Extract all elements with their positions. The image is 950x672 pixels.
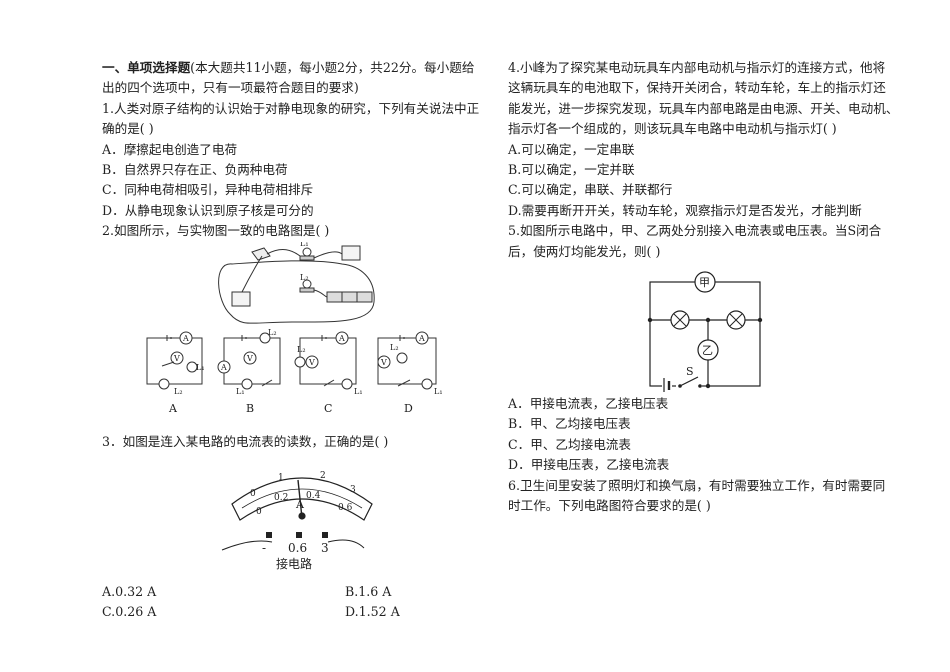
q5-option-a: A．甲接电流表，乙接电压表: [508, 396, 669, 412]
q2-diagram-a-lamp-l1: L₁: [196, 363, 205, 372]
q2-diagram-d-meter-a: A: [418, 334, 425, 343]
q2-diagram-b-lamp-l2: L₂: [268, 328, 277, 337]
q4-option-d: D.需要再断开开关，转动车轮，观察指示灯是否发光，才能判断: [508, 202, 862, 218]
q2-diagram-c-meter-v: V: [308, 358, 315, 367]
q5-label-s: S: [686, 365, 694, 378]
q3-upper-scale-3: 3: [350, 485, 356, 495]
q2-diagram-c-lamp-l2: L₂: [297, 345, 306, 354]
q2-diagram-b-meter-a: A: [220, 363, 227, 372]
q2-diagram-a-meter-v: V: [173, 354, 180, 363]
q1-option-b: B．自然界只存在正、负两种电荷: [102, 162, 288, 178]
q3-lower-scale-06: 0.6: [338, 503, 353, 513]
q3-terminal-label-06: 0.6: [288, 541, 307, 555]
q4-stem-1: 4.小峰为了探究某电动玩具车内部电动机与指示灯的连接方式，他将: [508, 60, 886, 75]
q2-diagram-d-lamp-l2: L₂: [390, 343, 399, 352]
q1-option-c: C．同种电荷相吸引，异种电荷相排斥: [102, 182, 314, 198]
q4-option-a: A.可以确定，一定串联: [508, 141, 635, 157]
q1-stem-2: 确的是( ): [102, 121, 154, 137]
section-note-2: 出的四个选项中，只有一项最符合题目的要求): [102, 80, 359, 96]
q1-option-d: D．从静电现象认识到原子核是可分的: [102, 202, 314, 218]
q5-option-c: C．甲、乙均接电流表: [508, 436, 631, 452]
q4-stem-2: 这辆玩具车的电池取下，保持开关闭合，转动车轮，车上的指示灯还: [508, 80, 886, 96]
q2-real-circuit-sketch: [218, 245, 375, 324]
section-note-1: (本大题共11小题，每小题2分，共22分。每小题给: [190, 60, 475, 75]
q3-option-d: D.1.52 A: [345, 604, 400, 619]
q5-label-jia: 甲: [699, 276, 710, 289]
q2-diagram-b: [217, 332, 281, 390]
q3-terminal-label-negative: -: [262, 541, 266, 555]
q5-meter-yi: [697, 339, 719, 361]
q5-battery-icon: [662, 378, 672, 393]
q2-photo-label-l1: L₁: [300, 242, 309, 248]
q2-diagram-d: [377, 331, 437, 390]
q2-diagram-label-d: D: [404, 402, 413, 415]
q3-meter-needle: [297, 479, 303, 519]
q3-terminal-negative: [266, 532, 272, 539]
q2-diagram-label-c: C: [324, 402, 332, 415]
q5-switch-icon: [676, 376, 702, 391]
q3-option-b: B.1.6 A: [345, 584, 392, 599]
q2-diagram-b-lamp-l1: L₁: [236, 387, 245, 396]
q3-meter-caption: 接电路: [276, 556, 312, 571]
q1-option-a: A．摩擦起电创造了电荷: [102, 141, 238, 157]
q1-stem-1: 1.人类对原子结构的认识始于对静电现象的研究，下列有关说法中正: [102, 100, 480, 116]
q3-meter-unit: A: [295, 498, 305, 511]
q4-option-c: C.可以确定，串联、并联都行: [508, 182, 673, 198]
q5-stem-2: 后，使两灯均能发光，则( ): [508, 243, 661, 259]
q2-diagram-label-b: B: [246, 402, 254, 415]
q2-diagram-b-meter-v: V: [246, 354, 253, 363]
q2-figure: L₁ L₂: [146, 242, 443, 415]
q3-lower-scale-04: 0.4: [306, 491, 321, 501]
q6-stem-1: 6.卫生间里安装了照明灯和换气扇，有时需要独立工作，有时需要同: [508, 477, 886, 493]
q5-label-yi: 乙: [702, 344, 713, 357]
q2-diagram-d-lamp-l1: L₁: [434, 387, 443, 396]
q3-option-c: C.0.26 A: [102, 604, 157, 619]
q4-stem-4: 指示灯各一个组成的，则该玩具车电路中电动机与指示灯( ): [508, 121, 837, 137]
q5-option-d: D．甲接电压表，乙接电流表: [508, 457, 670, 473]
q3-terminal-06: [296, 532, 302, 539]
q5-circuit-figure: 甲 乙 S: [647, 271, 763, 393]
q2-diagram-c-lamp-l1: L₁: [354, 387, 363, 396]
q2-diagram-c: [294, 331, 357, 390]
q5-stem-1: 5.如图所示电路中，甲、乙两处分别接入电流表或电压表。当S闭合: [508, 223, 882, 239]
q3-upper-scale-2: 2: [320, 471, 326, 481]
q4-option-b: B.可以确定，一定并联: [508, 162, 635, 178]
right-column: 4.小峰为了探究某电动玩具车内部电动机与指示灯的连接方式，他将 这辆玩具车的电池…: [508, 58, 903, 517]
q5-option-b: B．甲、乙均接电压表: [508, 416, 631, 432]
q3-terminal-3: [322, 532, 328, 539]
q4-stem-3: 能发光，进一步探究发现，玩具车内部电路是由电源、开关、电动机、: [508, 100, 899, 116]
q5-meter-jia: [694, 271, 716, 293]
q3-meter-face: [231, 477, 373, 521]
q3-lower-scale-02: 0.2: [274, 493, 288, 503]
q2-photo-label-l2: L₂: [300, 273, 309, 282]
q2-stem: 2.如图所示，与实物图一致的电路图是( ): [102, 223, 330, 239]
section-header: 一、单项选择题(本大题共11小题，每小题2分，共22分。每小题给: [102, 58, 497, 78]
q2-diagram-label-a: A: [168, 402, 178, 415]
q2-diagram-a-lamp-l2: L₂: [174, 387, 183, 396]
q2-diagram-a-meter-a: A: [182, 334, 189, 343]
section-heading: 一、单项选择题: [102, 60, 191, 75]
q2-diagram-a: [146, 331, 203, 390]
q2-diagram-c-meter-a: A: [338, 334, 345, 343]
q3-lower-scale-0: 0: [256, 507, 262, 517]
q3-upper-scale-0: 0: [250, 489, 256, 499]
q2-diagram-d-meter-v: V: [380, 358, 387, 367]
q3-ammeter-figure: 0 1 2 3 0 0.2 0.4 0.6 A - 0.6 3 接电路: [221, 471, 373, 571]
q3-terminal-label-3: 3: [321, 541, 329, 555]
q3-stem: 3．如图是连入某电路的电流表的读数，正确的是( ): [102, 433, 389, 449]
left-column: 一、单项选择题(本大题共11小题，每小题2分，共22分。每小题给 出的四个选项中…: [102, 58, 497, 580]
q3-option-a: A.0.32 A: [102, 584, 157, 599]
q3-upper-scale-1: 1: [278, 473, 284, 483]
q6-stem-2: 时工作。下列电路图符合要求的是( ): [508, 498, 711, 514]
